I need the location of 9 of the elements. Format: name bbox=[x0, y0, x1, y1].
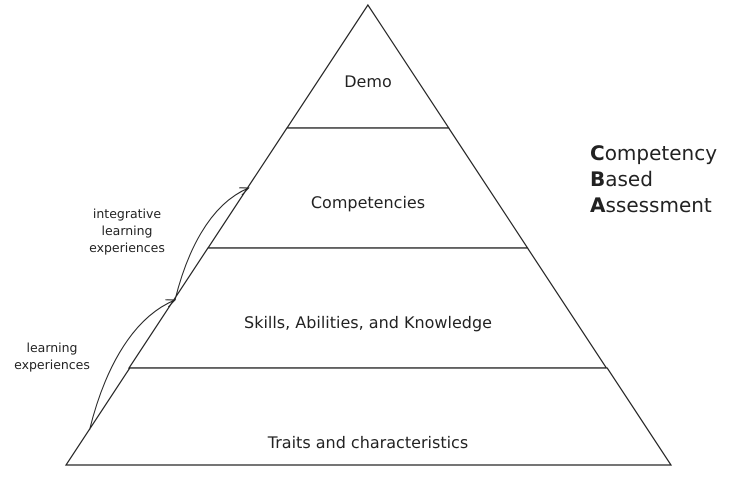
tier-label: Traits and characteristics bbox=[266, 433, 470, 452]
arrow bbox=[89, 300, 176, 430]
edge-label: integrative learning experiences bbox=[88, 206, 166, 257]
edge-label: learning experiences bbox=[13, 340, 91, 374]
tier-label: Demo bbox=[343, 72, 393, 91]
tier-label: Competencies bbox=[310, 193, 426, 212]
arrow bbox=[174, 188, 250, 300]
side-title: Competency Based Assessment bbox=[590, 140, 715, 218]
tier-label: Skills, Abilities, and Knowledge bbox=[243, 313, 493, 332]
